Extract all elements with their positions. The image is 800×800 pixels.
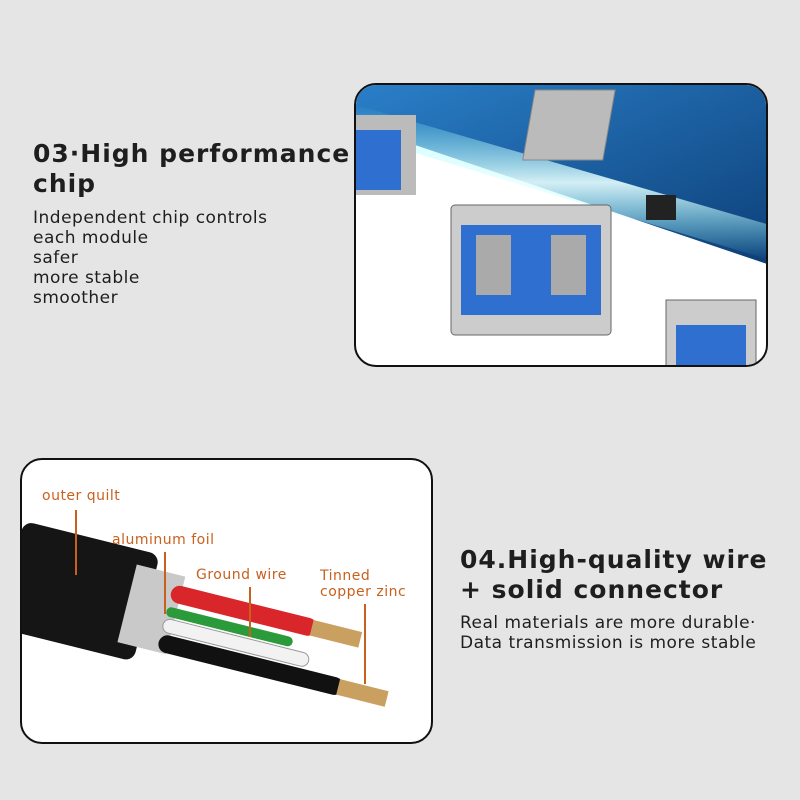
label-outer-quilt: outer quilt [42, 488, 121, 504]
label-tinned-1: Tinned [320, 568, 371, 584]
section-4-title-line2: + solid connector [460, 575, 724, 604]
body-line: more stable [33, 268, 140, 288]
section-3-title-line1: 03·High performance [33, 139, 351, 168]
section-4-title-line1: 04.High-quality wire [460, 545, 768, 574]
label-aluminum-foil: aluminum foil [112, 532, 215, 548]
section-4-body: Real materials are more durable· Data tr… [460, 613, 756, 653]
chip-image [354, 83, 768, 367]
body-line: Real materials are more durable· [460, 613, 756, 633]
body-line: Independent chip controls [33, 208, 268, 228]
label-ground-wire: Ground wire [196, 567, 287, 583]
body-line: smoother [33, 288, 119, 308]
body-line: each module [33, 228, 149, 248]
section-3-body: Independent chip controls each module sa… [33, 208, 267, 308]
label-tinned-2: copper zinc [320, 584, 407, 600]
body-line: safer [33, 248, 79, 268]
cable-image: outer quilt aluminum foil Ground wire Ti… [20, 458, 433, 744]
section-3-title-line2: chip [33, 169, 97, 198]
body-line: Data transmission is more stable [460, 633, 757, 653]
